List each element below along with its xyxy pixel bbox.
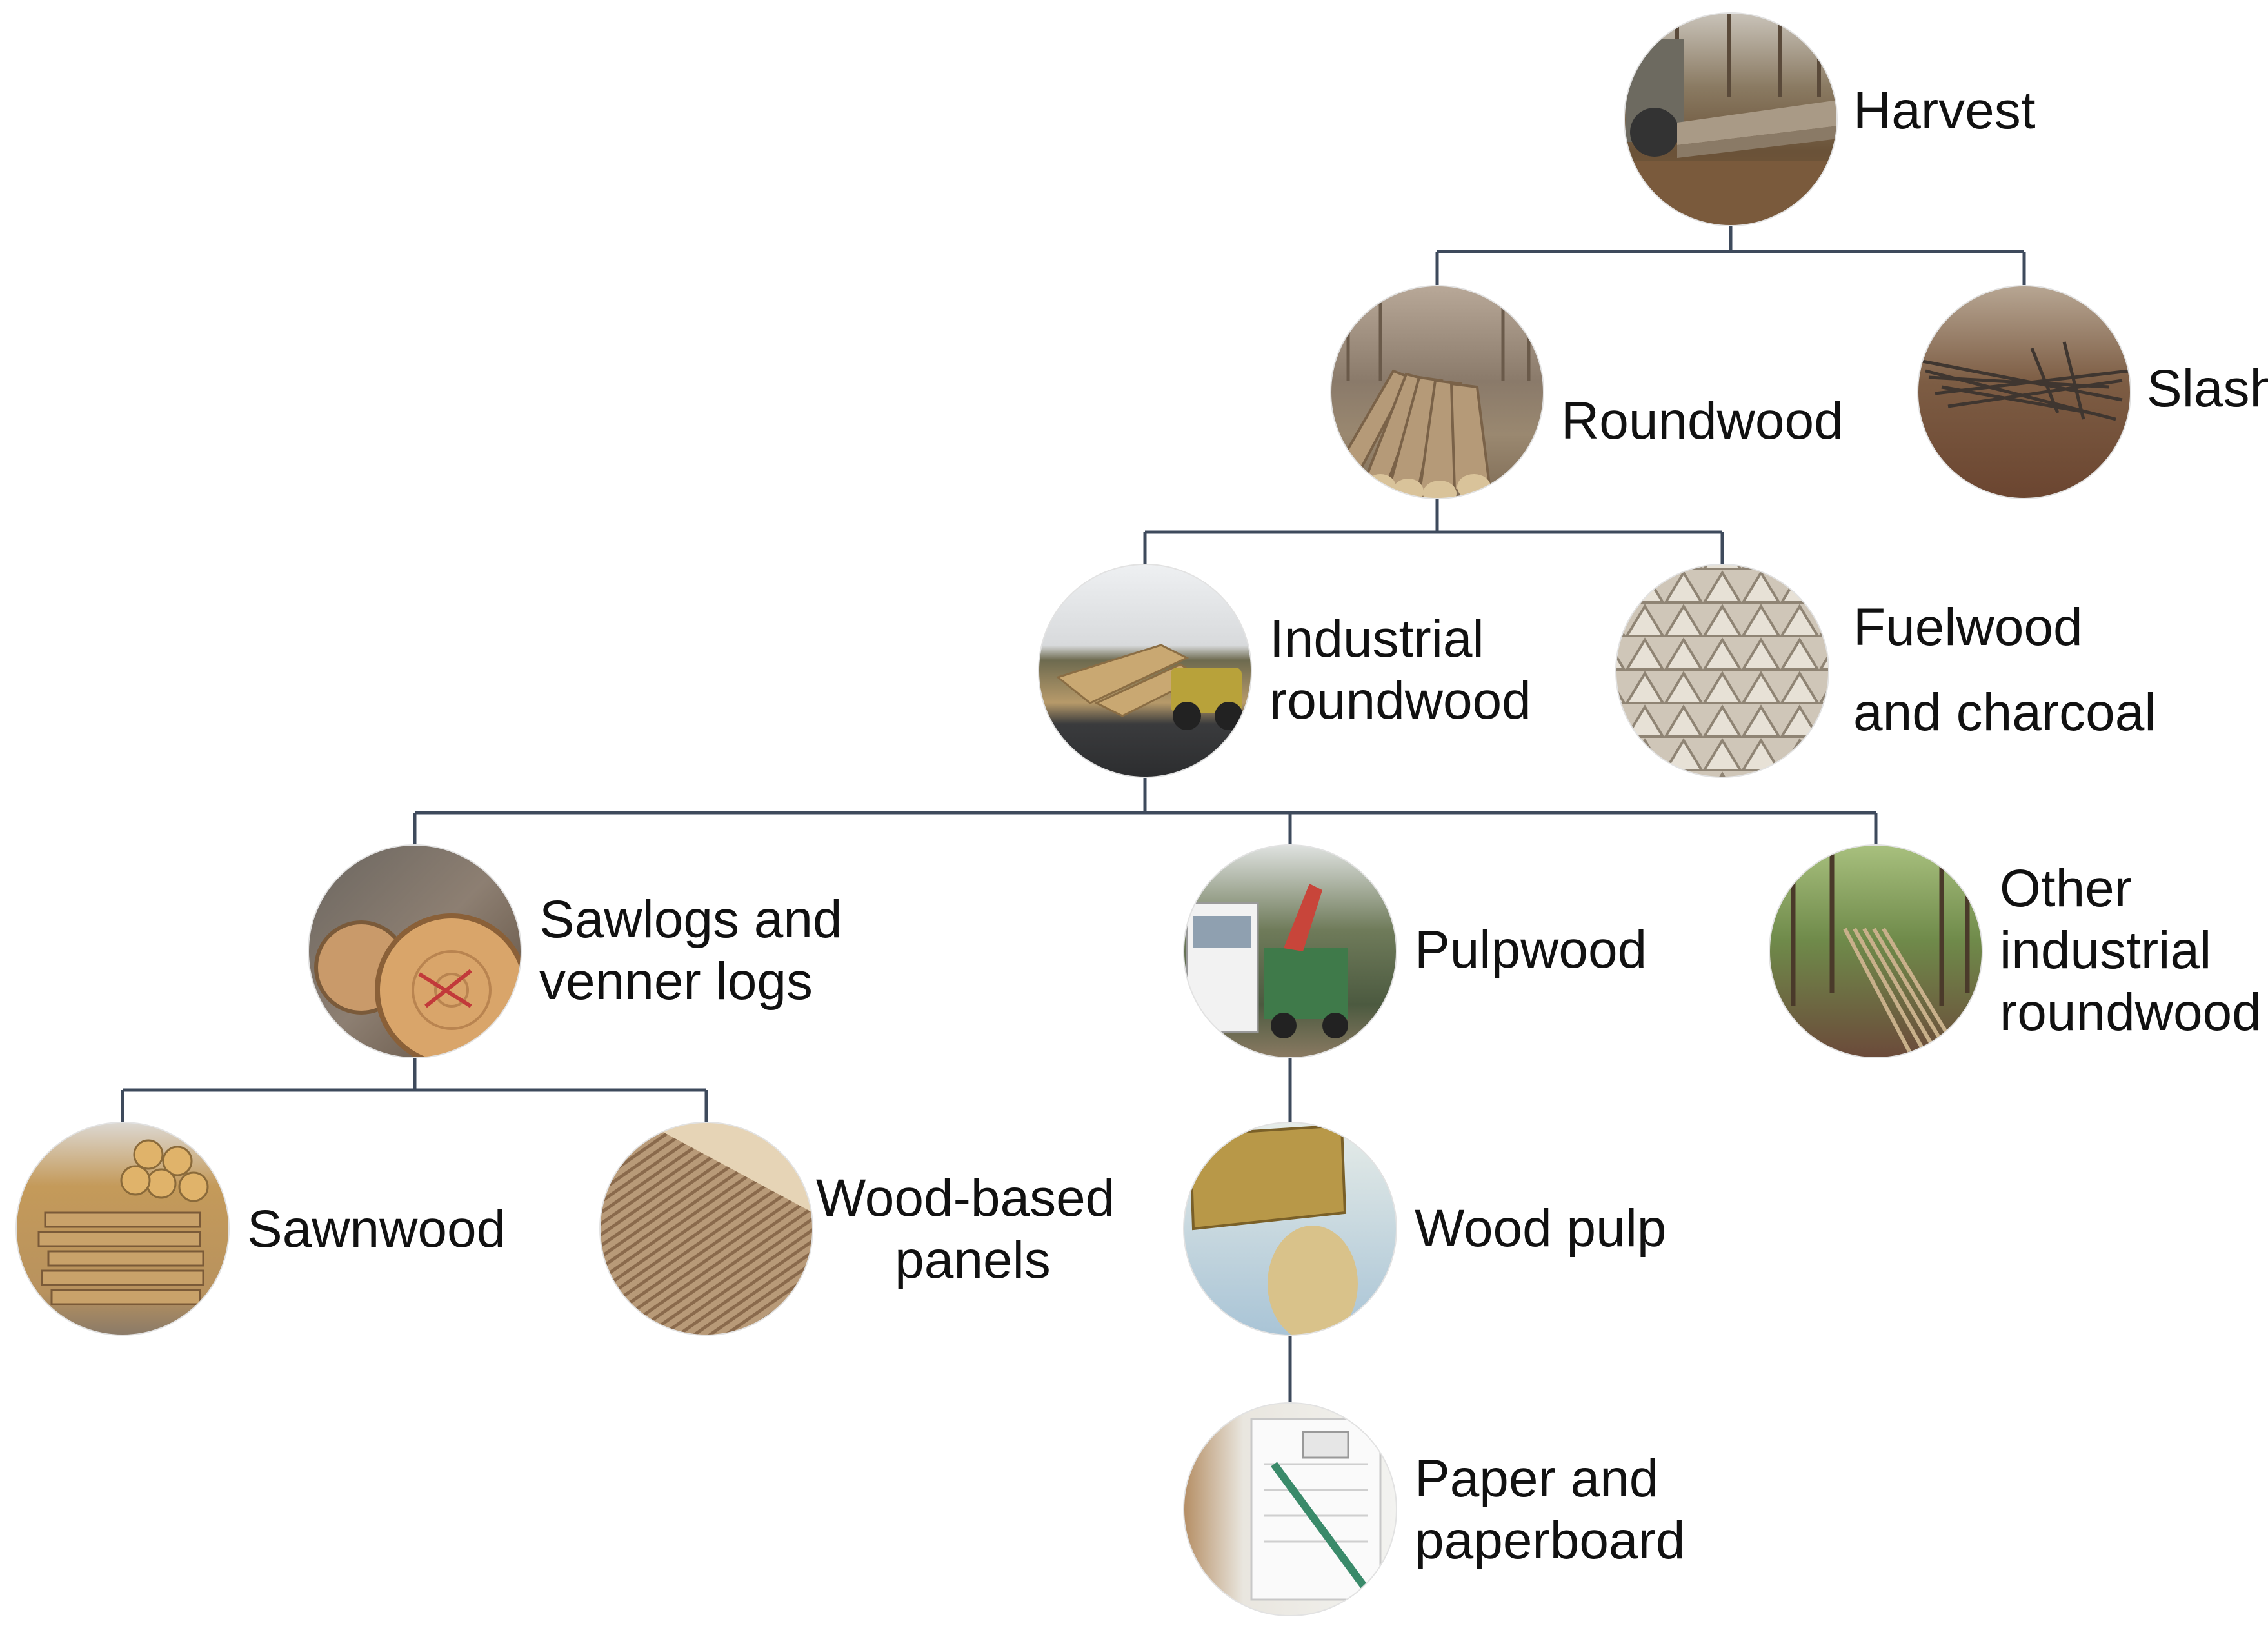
fuelwood-label: Fuelwood and charcoal xyxy=(1853,598,2156,742)
fuelwood-label-line-2: and charcoal xyxy=(1853,683,2156,742)
other-industrial-photo xyxy=(1769,845,1982,1058)
connector-harvest xyxy=(1437,226,2024,286)
node-sawlogs: Sawlogs and venner logs xyxy=(308,845,857,1064)
roundwood-label: Roundwood xyxy=(1561,392,1844,450)
slash-label-line: Slash xyxy=(2147,359,2268,418)
roundwood-photo xyxy=(1331,286,1544,506)
other-industrial-label-line-3: roundwood xyxy=(2000,983,2262,1042)
sawlogs-label: Sawlogs and venner logs xyxy=(539,890,857,1011)
node-pulpwood: Pulpwood xyxy=(1184,845,1647,1058)
node-wood-pulp: Wood pulp xyxy=(1184,1122,1667,1342)
sawnwood-label: Sawnwood xyxy=(247,1200,506,1258)
wood-panels-label-line-1: Wood-based xyxy=(816,1169,1115,1227)
other-industrial-label: Other industrial roundwood xyxy=(2000,859,2262,1042)
harvest-label: Harvest xyxy=(1853,81,2036,140)
paper-label-line-1: Paper and xyxy=(1415,1449,1658,1508)
node-wood-panels: Wood-based panels xyxy=(600,1122,1129,1335)
node-harvest: Harvest xyxy=(1624,13,2036,226)
sawlogs-label-line-1: Sawlogs and xyxy=(539,890,842,949)
node-fuelwood: Fuelwood and charcoal xyxy=(1616,564,2156,777)
sawlogs-photo xyxy=(308,845,526,1064)
fuelwood-label-line-1: Fuelwood xyxy=(1853,598,2083,657)
node-industrial-roundwood: Industrial roundwood xyxy=(1039,564,1531,777)
wood-pulp-label-line: Wood pulp xyxy=(1415,1199,1667,1258)
paper-label: Paper and paperboard xyxy=(1415,1449,1685,1570)
industrial-roundwood-label-line-2: roundwood xyxy=(1269,671,1531,730)
connector-sawlogs xyxy=(123,1058,706,1122)
connector-roundwood xyxy=(1145,499,1722,564)
slash-label: Slash xyxy=(2147,359,2268,418)
industrial-roundwood-label-line-1: Industrial xyxy=(1269,610,1484,668)
node-sawnwood: Sawnwood xyxy=(16,1122,506,1335)
connector-industrial-roundwood xyxy=(415,777,1876,845)
pulpwood-photo xyxy=(1184,845,1397,1058)
paper-photo xyxy=(1184,1403,1397,1616)
sawnwood-label-line: Sawnwood xyxy=(247,1200,506,1258)
node-slash: Slash xyxy=(1918,286,2268,499)
wood-pulp-label: Wood pulp xyxy=(1415,1199,1667,1258)
industrial-roundwood-label: Industrial roundwood xyxy=(1269,610,1531,730)
wood-pulp-photo xyxy=(1184,1122,1397,1342)
harvest-label-line: Harvest xyxy=(1853,81,2036,140)
other-industrial-label-line-2: industrial xyxy=(2000,921,2211,980)
pulpwood-label: Pulpwood xyxy=(1415,920,1647,979)
node-other-industrial: Other industrial roundwood xyxy=(1769,845,2262,1058)
pulpwood-label-line: Pulpwood xyxy=(1415,920,1647,979)
node-roundwood: Roundwood xyxy=(1331,286,1844,506)
sawnwood-photo xyxy=(16,1122,229,1335)
paper-label-line-2: paperboard xyxy=(1415,1511,1685,1570)
other-industrial-label-line-1: Other xyxy=(2000,859,2132,918)
wood-panels-label: Wood-based panels xyxy=(816,1169,1129,1289)
fuelwood-photo xyxy=(1616,564,1829,777)
wood-panels-photo xyxy=(600,1122,813,1335)
slash-photo xyxy=(1918,286,2131,499)
node-paper: Paper and paperboard xyxy=(1184,1403,1685,1616)
roundwood-label-line: Roundwood xyxy=(1561,392,1844,450)
sawlogs-label-line-2: venner logs xyxy=(539,952,813,1011)
wood-panels-label-line-2: panels xyxy=(895,1231,1051,1289)
industrial-roundwood-photo xyxy=(1039,564,1251,777)
